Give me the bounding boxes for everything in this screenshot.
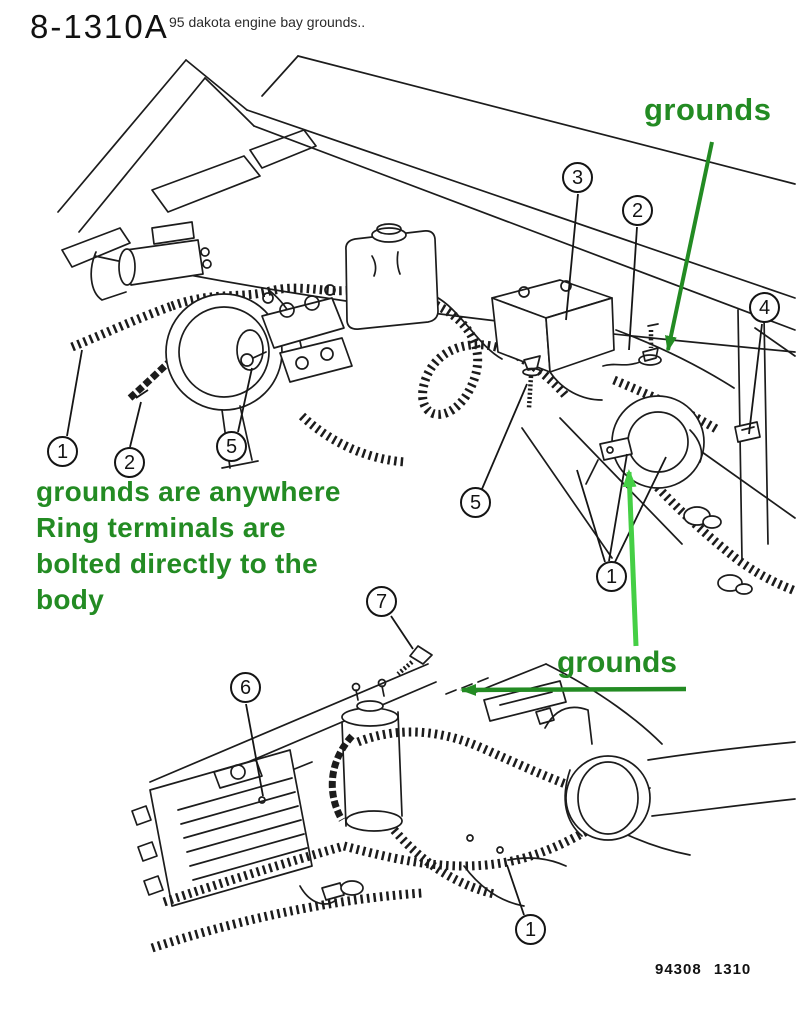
- callout-1-lower: 1: [515, 914, 546, 945]
- ground-screw-ring-terminal: [602, 323, 662, 367]
- note-line-4: body: [36, 584, 105, 615]
- coil-canister: [341, 678, 403, 832]
- pcm-module: [131, 749, 313, 907]
- note-line-3: bolted directly to the: [36, 548, 318, 579]
- fender-headlamp-area: [585, 309, 796, 595]
- brake-booster: [165, 293, 283, 469]
- lower-engine-bay-drawing: [131, 645, 796, 953]
- grounds-label-middle: grounds: [557, 646, 677, 679]
- reservoir-bottle: [345, 223, 439, 330]
- vacuum-canister: [544, 706, 796, 841]
- plate-code: 94308 1310: [655, 961, 752, 978]
- ground-screw-lower: [396, 645, 433, 676]
- callout-1-upper-right: 1: [596, 561, 627, 592]
- grounds-arrow-middle: [460, 683, 687, 696]
- master-cylinder-valve: [240, 284, 353, 383]
- battery-pdc-box: [491, 279, 615, 373]
- page-subtitle: 95 dakota engine bay grounds..: [169, 14, 366, 30]
- ground-bolt: [522, 355, 542, 409]
- upper-engine-bay-drawing: [57, 55, 796, 596]
- grounds-arrow-top: [665, 141, 714, 352]
- callout-2-upper-left: 2: [114, 447, 145, 478]
- starter-solenoid: [90, 221, 212, 301]
- callout-4: 4: [749, 292, 780, 323]
- callout-5-upper-left: 5: [216, 431, 247, 462]
- note-line-1: grounds are anywhere: [36, 476, 341, 507]
- callout-1-upper-left: 1: [47, 436, 78, 467]
- callout-5-upper-mid: 5: [460, 487, 491, 518]
- page-code: 8-1310A: [30, 8, 169, 45]
- callout-2-upper-right: 2: [622, 195, 653, 226]
- note-line-2: Ring terminals are: [36, 512, 286, 543]
- callout-6: 6: [230, 672, 261, 703]
- callout-7: 7: [366, 586, 397, 617]
- callout-leader-lines: [66, 193, 763, 916]
- callout-3: 3: [562, 162, 593, 193]
- grounds-arrow-bright: [622, 469, 639, 647]
- grounds-note: grounds are anywhere Ring terminals are …: [36, 474, 341, 618]
- grounds-label-top: grounds: [644, 92, 772, 127]
